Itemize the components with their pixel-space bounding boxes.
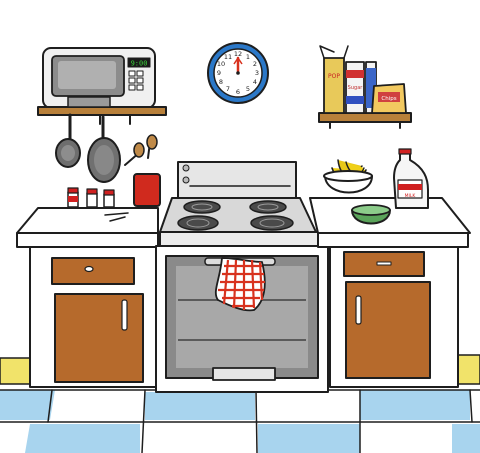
hanging-pans[interactable] [55, 113, 121, 183]
wall-clock: 12 1 2 3 4 5 6 7 8 9 10 11 [207, 42, 269, 104]
stove-top[interactable] [159, 197, 327, 247]
spice-jars[interactable] [67, 187, 129, 222]
clock-numeral: 4 [253, 78, 257, 86]
cereal-box-left[interactable]: POP [319, 45, 349, 114]
oven-handle-bottom[interactable] [212, 367, 276, 381]
clock-numeral: 5 [246, 85, 250, 93]
clock-numeral: 10 [217, 60, 225, 68]
wall-shelf [318, 112, 412, 129]
milk-label: MILK [405, 193, 417, 199]
microwave-shelf [37, 96, 167, 125]
chips-bag[interactable]: Chips [371, 83, 407, 114]
clock-numeral: 9 [217, 69, 221, 77]
cereal-box-label: POP [328, 73, 340, 80]
milk-jug[interactable]: MILK [393, 148, 429, 209]
sugar-box-label: Sugar [348, 85, 364, 91]
cereal-box-middle[interactable]: Sugar [345, 61, 377, 114]
clock-numeral: 7 [226, 85, 230, 93]
clock-numeral: 6 [236, 88, 240, 96]
chips-bag-label: Chips [381, 96, 396, 102]
left-cabinet-door[interactable] [54, 293, 144, 383]
right-cabinet-door[interactable] [345, 281, 431, 379]
dish-towel[interactable] [214, 257, 266, 312]
clock-numeral: 11 [224, 53, 232, 61]
clock-numeral: 1 [246, 53, 250, 61]
clock-numeral: 8 [219, 78, 223, 86]
clock-numeral: 3 [255, 69, 259, 77]
checkered-floor [0, 385, 480, 453]
left-drawer[interactable] [51, 257, 135, 285]
right-drawer[interactable] [343, 251, 425, 277]
clock-numeral: 2 [253, 60, 257, 68]
microwave[interactable]: 9:00 [42, 47, 156, 109]
stove-backsplash [177, 161, 297, 199]
utensil-crock[interactable] [124, 134, 161, 207]
banana-bowl[interactable] [323, 159, 373, 194]
green-bowl[interactable] [351, 204, 391, 225]
clock-numeral: 12 [234, 50, 242, 58]
microwave-display: 9:00 [131, 60, 148, 68]
